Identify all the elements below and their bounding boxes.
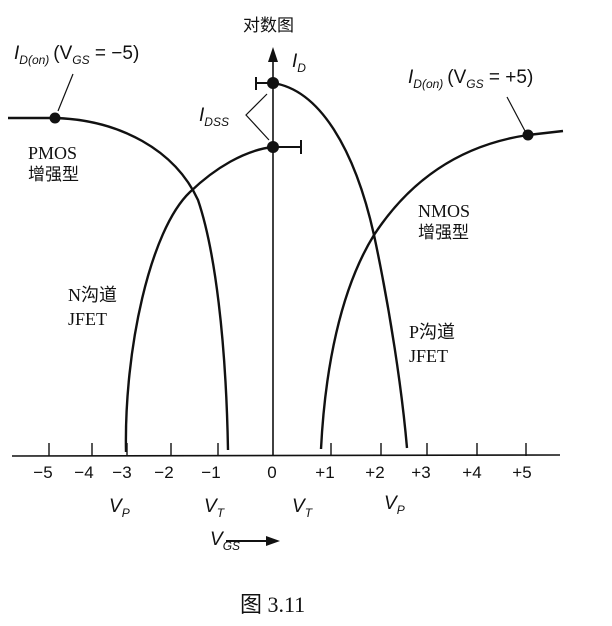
leader-idss [245,93,270,141]
leader-idon-right [506,96,526,132]
curve-nmos-enhancement [319,129,564,450]
idon-right-label: ID(on) (VGS = +5) [408,67,534,91]
curve-p-channel-jfet [272,81,409,449]
vgs-arrow-icon [266,536,280,546]
point-idss-p-jfet [267,77,279,89]
x-axis-ticks [48,443,527,456]
x-axis-label: VGS [210,529,241,553]
figure-caption: 图 3.11 [240,592,306,617]
vt-right-label: VT [292,496,313,520]
leader-idon-left [57,73,74,112]
vp-right-label: VP [384,493,405,517]
y-axis-arrow-icon [268,47,278,62]
x-axis-line [11,454,561,457]
vp-left-label: VP [109,496,130,520]
point-idss-n-jfet [267,141,279,153]
curve-n-channel-jfet [124,145,274,453]
y-scale-label: 对数图 [243,16,294,36]
point-idon-pmos [49,112,61,124]
y-axis-label: ID [292,51,306,75]
idss-label: IDSS [199,105,229,129]
idon-left-label: ID(on) (VGS = −5) [14,43,140,67]
vt-left-label: VT [204,496,225,520]
curve-pmos-enhancement [8,116,230,451]
point-idon-nmos [522,129,534,141]
